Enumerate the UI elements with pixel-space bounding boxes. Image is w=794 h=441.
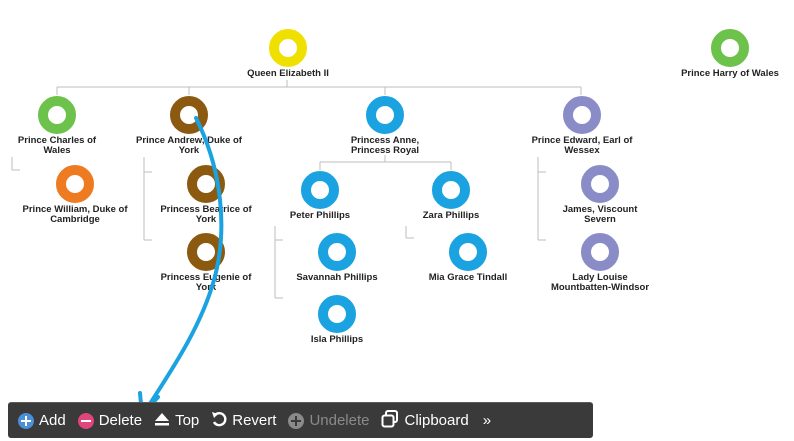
node-prince-harry-of-wales[interactable]: Prince Harry of Wales [660,29,794,79]
node-label: Mia Grace Tindall [428,272,508,283]
node-prince-charles[interactable]: Prince Charles of Wales [0,96,127,156]
node-prince-william[interactable]: Prince William, Duke of Cambridge [5,165,145,225]
node-label: Princess Anne, Princess Royal [350,135,420,156]
top-label: Top [175,412,200,429]
person-ring-icon[interactable] [38,96,76,134]
node-james-viscount-severn[interactable]: James, Viscount Severn [530,165,670,225]
node-lady-louise[interactable]: Lady Louise Mountbatten-Windsor [530,233,670,293]
person-ring-icon[interactable] [187,233,225,271]
node-label: Peter Phillips [289,210,351,221]
undelete-button[interactable]: Undelete [288,412,369,429]
person-ring-icon[interactable] [563,96,601,134]
more-chevron-icon[interactable]: » [482,412,492,429]
person-ring-icon[interactable] [366,96,404,134]
person-ring-icon[interactable] [449,233,487,271]
plus-circle-icon [288,412,305,429]
node-label: Savannah Phillips [296,272,378,283]
person-ring-icon[interactable] [56,165,94,203]
node-label: Lady Louise Mountbatten-Windsor [550,272,650,293]
node-label: Isla Phillips [310,334,364,345]
delete-button[interactable]: Delete [77,412,143,429]
undelete-label: Undelete [309,412,370,429]
person-ring-icon[interactable] [301,171,339,209]
delete-label: Delete [98,412,143,429]
bottom-toolbar: Add Delete Top Revert Undelete Clipboard… [8,402,593,438]
node-label: Prince Andrew, Duke of York [136,135,242,156]
person-ring-icon[interactable] [432,171,470,209]
node-peter-phillips[interactable]: Peter Phillips [250,171,390,221]
person-ring-icon[interactable] [318,295,356,333]
person-ring-icon[interactable] [711,29,749,67]
person-ring-icon[interactable] [170,96,208,134]
person-ring-icon[interactable] [581,165,619,203]
minus-circle-icon [77,412,94,429]
node-savannah-phillips[interactable]: Savannah Phillips [267,233,407,283]
plus-circle-icon [18,412,34,429]
node-label: Princess Beatrice of York [160,204,252,225]
node-label: Queen Elizabeth II [247,68,329,79]
node-label: James, Viscount Severn [562,204,638,225]
node-zara-phillips[interactable]: Zara Phillips [381,171,521,221]
add-button[interactable]: Add [18,412,66,429]
person-ring-icon[interactable] [318,233,356,271]
top-button[interactable]: Top [154,412,199,430]
person-ring-icon[interactable] [187,165,225,203]
node-label: Princess Eugenie of York [160,272,252,293]
clipboard-icon [381,409,399,432]
node-isla-phillips[interactable]: Isla Phillips [267,295,407,345]
node-label: Prince Harry of Wales [681,68,779,79]
node-label: Prince Edward, Earl of Wessex [531,135,633,156]
clipboard-button[interactable]: Clipboard [381,409,469,432]
node-label: Prince Charles of Wales [17,135,97,156]
node-queen-elizabeth-ii[interactable]: Queen Elizabeth II [218,29,358,79]
eject-icon [154,412,170,430]
revert-label: Revert [232,412,277,429]
person-ring-icon[interactable] [269,29,307,67]
revert-button[interactable]: Revert [211,411,276,431]
add-label: Add [39,412,66,429]
node-princess-anne[interactable]: Princess Anne, Princess Royal [315,96,455,156]
node-prince-edward[interactable]: Prince Edward, Earl of Wessex [512,96,652,156]
node-prince-andrew[interactable]: Prince Andrew, Duke of York [119,96,259,156]
node-mia-grace-tindall[interactable]: Mia Grace Tindall [398,233,538,283]
clipboard-label: Clipboard [404,412,469,429]
node-princess-eugenie[interactable]: Princess Eugenie of York [136,233,276,293]
node-label: Zara Phillips [422,210,480,221]
undo-icon [211,411,227,431]
node-label: Prince William, Duke of Cambridge [22,204,128,225]
person-ring-icon[interactable] [581,233,619,271]
